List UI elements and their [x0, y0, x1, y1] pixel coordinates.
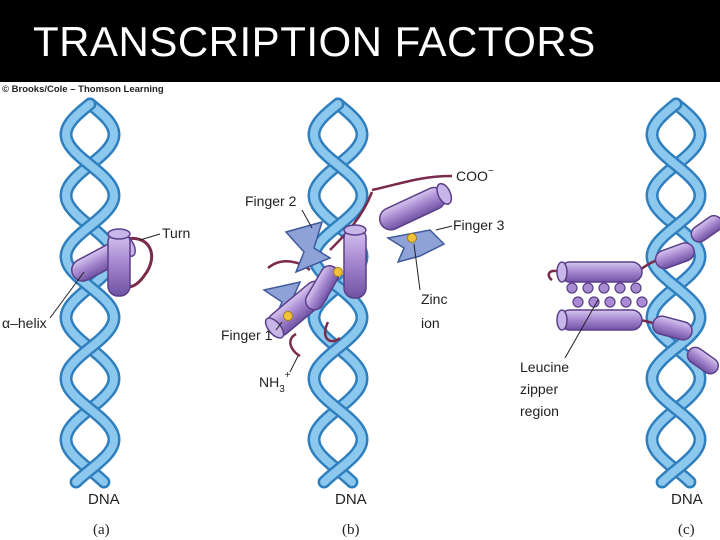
- leucine-residue: [583, 283, 593, 293]
- caption-a: (a): [93, 522, 110, 538]
- finger-2-leader-line: [302, 210, 312, 228]
- leucine-label-line1: Leucine: [520, 359, 569, 375]
- caption-b: (b): [342, 522, 360, 538]
- leucine-residue: [605, 297, 615, 307]
- caption-c: (c): [678, 522, 695, 538]
- copyright-notice: © Brooks/Cole – Thomson Learning: [2, 84, 164, 95]
- dna-label-c: DNA: [671, 491, 703, 508]
- zipper-helix-lower: [557, 310, 642, 330]
- coo-label: COO−: [456, 166, 494, 184]
- zipper-helix-upper: [557, 262, 642, 282]
- zinc-label-line1: Zinc: [421, 291, 447, 307]
- finger-3-leader-line: [436, 226, 452, 230]
- dna-helix-a: [66, 104, 114, 482]
- alpha-helix-label: α–helix: [2, 315, 47, 331]
- leucine-residue: [589, 297, 599, 307]
- zinc-label-line2: ion: [421, 315, 440, 331]
- zinc-ion-3: [408, 234, 417, 243]
- leucine-label-line2: zipper: [520, 381, 558, 397]
- turn-leader-line: [140, 234, 160, 240]
- leucine-residue: [631, 283, 641, 293]
- leucine-label-line3: region: [520, 403, 559, 419]
- dna-helix-c: [652, 104, 700, 482]
- finger-2-label: Finger 2: [245, 193, 297, 209]
- leucine-residue: [637, 297, 647, 307]
- alpha-helix-cylinder-2: [108, 229, 130, 296]
- finger-3-helix: [376, 181, 454, 233]
- title-bar: TRANSCRIPTION FACTORS: [0, 0, 720, 82]
- leucine-residue: [567, 283, 577, 293]
- nh3-label: NH3+: [259, 370, 291, 395]
- nh3-leader-line: [290, 356, 298, 372]
- leucine-side-chains: [567, 283, 647, 307]
- zinc-ion-2: [334, 268, 343, 277]
- leucine-residue: [621, 297, 631, 307]
- turn-label: Turn: [162, 225, 190, 241]
- slide-title: TRANSCRIPTION FACTORS: [33, 18, 596, 66]
- dna-label-a: DNA: [88, 491, 120, 508]
- finger-2-helix: [344, 225, 366, 298]
- transcription-factor-diagram: Turn α–helix DNA (a): [0, 96, 720, 540]
- zinc-ion-1: [284, 312, 293, 321]
- finger-3-label: Finger 3: [453, 217, 505, 233]
- dna-label-b: DNA: [335, 491, 367, 508]
- leucine-residue: [573, 297, 583, 307]
- leucine-residue: [615, 283, 625, 293]
- leucine-residue: [599, 283, 609, 293]
- finger-1-label: Finger 1: [221, 327, 273, 343]
